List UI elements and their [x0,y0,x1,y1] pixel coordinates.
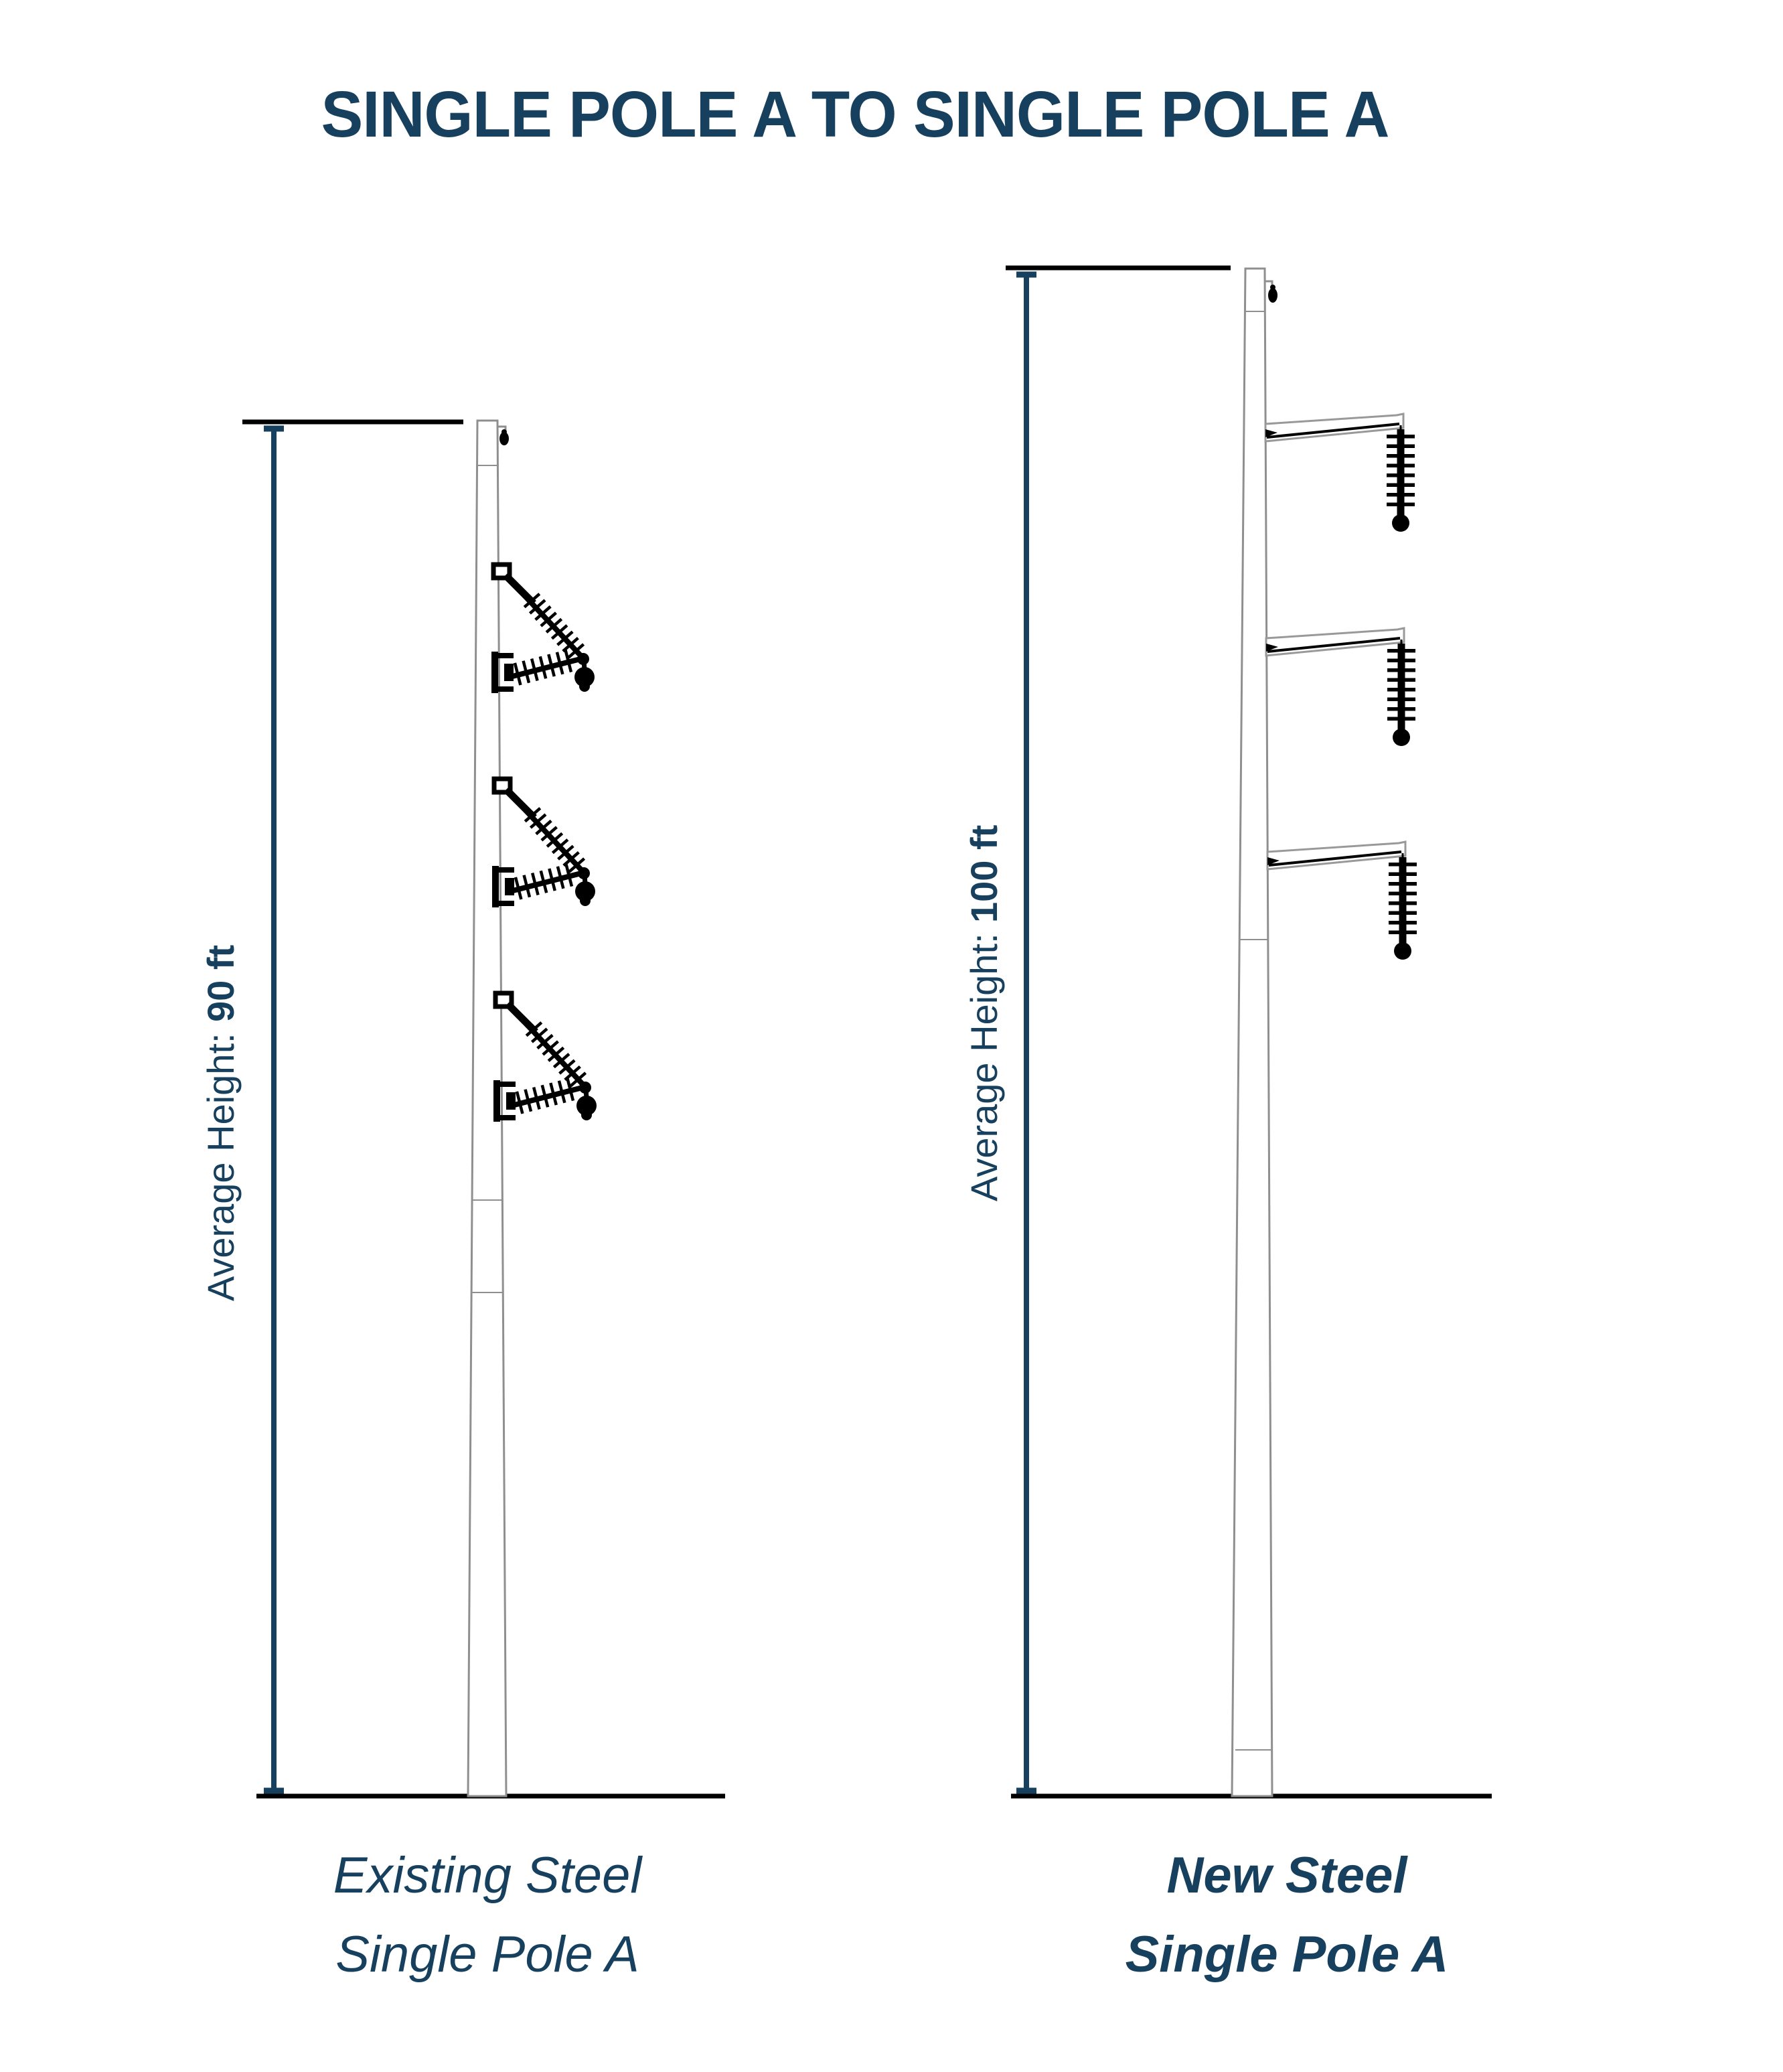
crossarm-insulator-icon [1265,414,1409,532]
new-pole-group [1006,265,1492,1799]
existing-pole-group [242,419,725,1799]
braced-insulator-icon [493,565,595,693]
crossarm-insulator-icon [1266,628,1410,746]
page-title: SINGLE POLE A TO SINGLE POLE A [321,78,1389,151]
new-pole-top-damper-icon [1265,280,1277,303]
new-pole-outline [1231,267,1273,1797]
existing-height-dimension-line [264,425,284,1794]
new-pole-caption-line2: Single Pole A [1125,1926,1449,1983]
existing-pole-caption-line2: Single Pole A [335,1926,639,1983]
existing-height-value: 90 ft [200,945,242,1023]
new-pole-caption: New Steel Single Pole A [1053,1836,1521,1994]
new-pole-caption-line1: New Steel [1166,1847,1407,1904]
existing-height-label: Average Height: 90 ft [199,902,243,1344]
existing-pole-top-damper-icon [497,425,509,445]
existing-pole-joints [471,465,503,1293]
existing-height-label-text: Average Height: [200,1033,242,1301]
new-pole-joints [1235,311,1271,1751]
braced-insulator-icon [494,779,595,907]
new-height-label: Average Height: 100 ft [962,792,1006,1234]
braced-insulator-icon [495,993,597,1122]
existing-pole-caption-line1: Existing Steel [333,1847,642,1904]
crossarm-insulator-icon [1267,842,1411,960]
new-height-label-text: Average Height: [963,933,1005,1202]
existing-pole-caption: Existing Steel Single Pole A [253,1836,722,1994]
new-height-value: 100 ft [963,824,1005,923]
existing-pole-outline [467,419,508,1797]
new-height-dimension-line [1016,271,1036,1794]
